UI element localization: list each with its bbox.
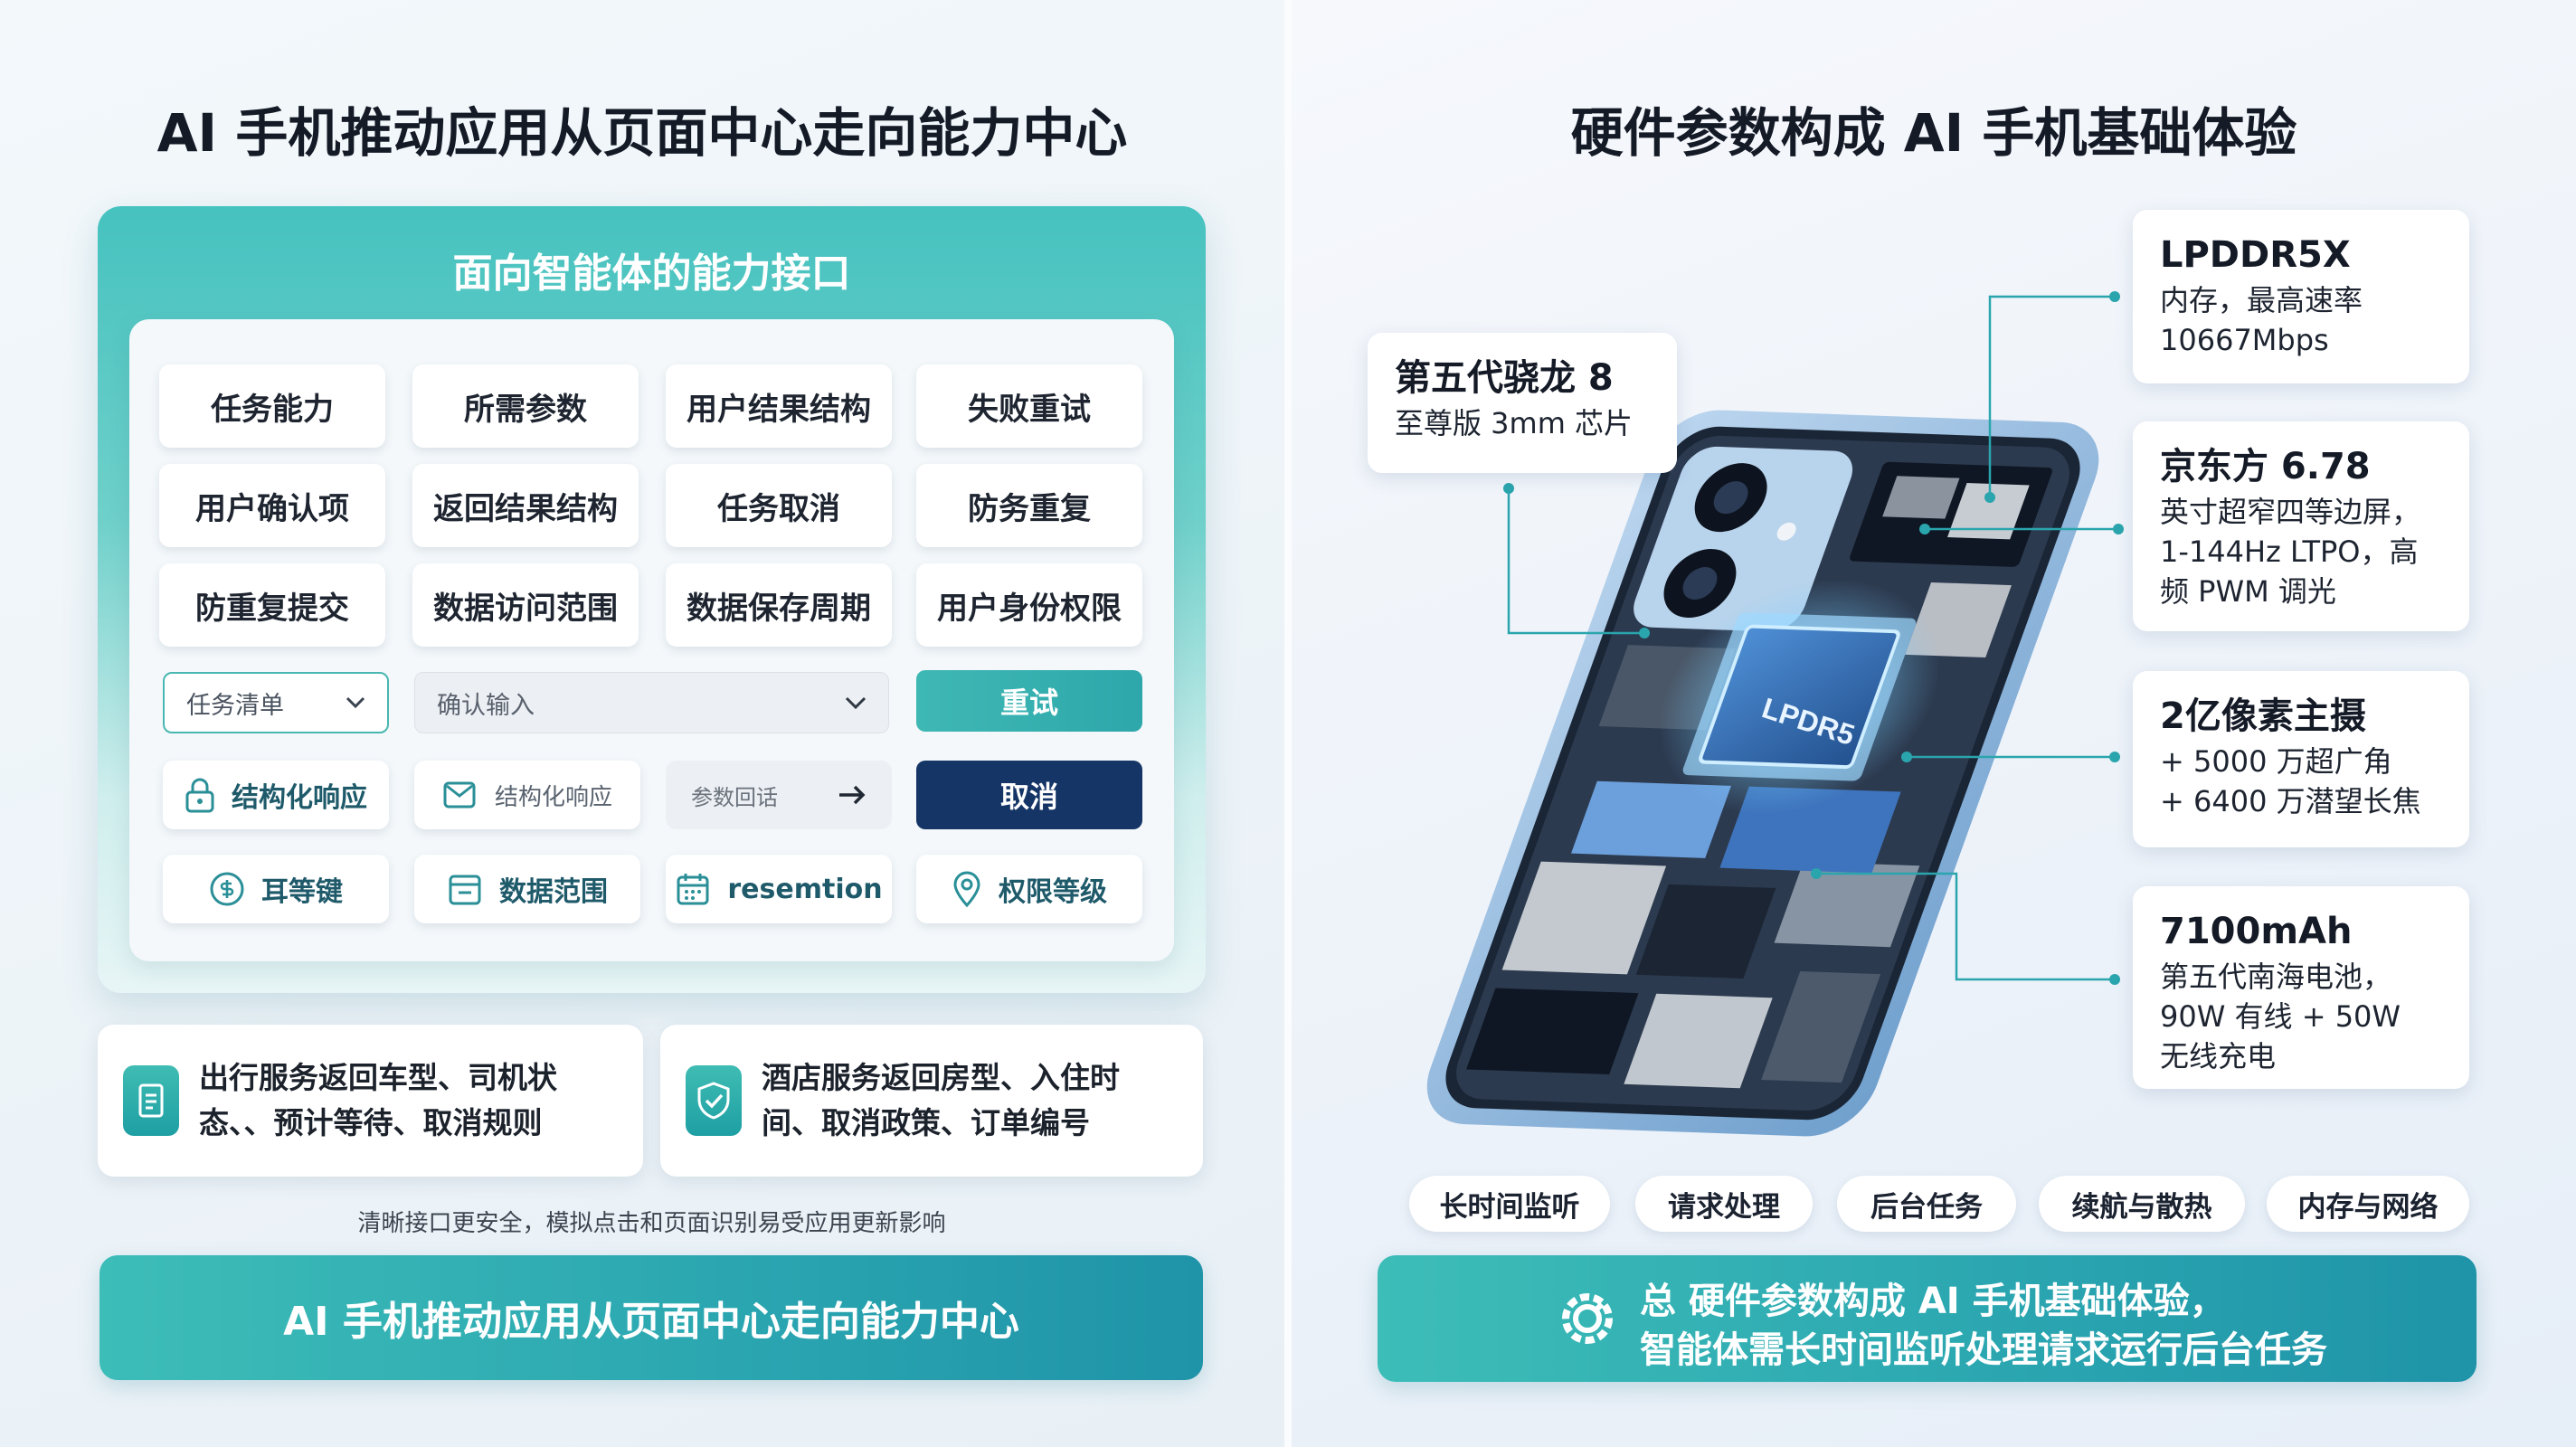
- dollar-circle-icon: [210, 872, 244, 906]
- right-title: 硬件参数构成 AI 手机基础体验: [1570, 102, 2297, 164]
- left-panel: AI 手机推动应用从页面中心走向能力中心 面向智能体的能力接口 任务能力 所需参…: [0, 0, 1284, 1447]
- camera-spec-card: 2亿像素主摄 + 5000 万超广角 + 6400 万潜望长焦: [2133, 671, 2469, 847]
- chevron-down-icon: [346, 696, 365, 709]
- display-spec-line: 频 PWM 调光: [2160, 574, 2336, 609]
- camera-spec-line: + 5000 万超广角: [2160, 744, 2392, 779]
- task-list-select[interactable]: 任务清单: [163, 672, 389, 733]
- tag-memory-network: 内存与网络: [2267, 1176, 2469, 1232]
- cancel-button[interactable]: 取消: [916, 761, 1142, 829]
- memory-spec-card: LPDDR5X 内存，最高速率 10667Mbps: [2133, 210, 2469, 383]
- permission-level-button[interactable]: 权限等级: [916, 855, 1142, 923]
- location-pin-icon: [953, 871, 980, 908]
- chip-prevent-duplicate[interactable]: 防务重复: [916, 464, 1142, 547]
- tag-battery-thermal: 续航与散热: [2039, 1176, 2245, 1232]
- mail-check-icon: [443, 781, 476, 809]
- capability-card: 面向智能体的能力接口 任务能力 所需参数 用户结果结构 失败重试 用户确认项 返…: [98, 206, 1206, 993]
- chip-failure-retry[interactable]: 失败重试: [916, 364, 1142, 448]
- right-banner-line-1: 总 硬件参数构成 AI 手机基础体验，: [1640, 1281, 2226, 1322]
- right-panel: 硬件参数构成 AI 手机基础体验: [1292, 0, 2576, 1447]
- chip-data-access-scope[interactable]: 数据访问范围: [412, 563, 639, 647]
- chip-user-permission[interactable]: 用户身份权限: [916, 563, 1142, 647]
- battery-spec-line: 第五代南海电池，: [2160, 960, 2392, 994]
- chip-user-confirm[interactable]: 用户确认项: [159, 464, 385, 547]
- chip-task-cancel[interactable]: 任务取消: [666, 464, 892, 547]
- memory-spec-title: LPDDR5X: [2160, 234, 2351, 276]
- confirm-input-placeholder: 确认输入: [437, 691, 535, 720]
- connector-lines: [1503, 291, 2124, 985]
- gear-badge-icon: [1562, 1293, 1613, 1344]
- calendar-icon: [449, 875, 481, 905]
- chevron-down-icon: [845, 696, 867, 709]
- left-summary-banner: AI 手机推动应用从页面中心走向能力中心: [99, 1255, 1203, 1380]
- hotel-service-card: 酒店服务返回房型、入住时间、取消政策、订单编号: [660, 1025, 1203, 1177]
- structured-response-label-2: 结构化响应: [494, 783, 612, 811]
- shield-check-icon: [686, 1065, 742, 1136]
- soc-card-body: 至尊版 3mm 芯片: [1395, 406, 1634, 440]
- data-range-button[interactable]: 数据范围: [414, 855, 640, 923]
- chip-user-result-structure[interactable]: 用户结果结构: [666, 364, 892, 448]
- chip-duplicate-submit[interactable]: 防重复提交: [159, 563, 385, 647]
- param-input[interactable]: 参数回话: [666, 761, 892, 829]
- display-spec-card: 京东方 6.78 英寸超窄四等边屏， 1-144Hz LTPO，高 频 PWM …: [2133, 421, 2469, 631]
- ride-service-card: 出行服务返回车型、司机状态、、预计等待、取消规则: [98, 1025, 643, 1177]
- battery-spec-line: 90W 有线 + 50W: [2160, 999, 2401, 1034]
- tag-long-listening: 长时间监听: [1409, 1176, 1610, 1232]
- structured-response-button[interactable]: 结构化响应: [163, 761, 389, 829]
- display-spec-title: 京东方 6.78: [2160, 446, 2371, 487]
- retry-button[interactable]: 重试: [916, 670, 1142, 732]
- hotkey-label: 耳等键: [261, 876, 343, 908]
- battery-spec-card: 7100mAh 第五代南海电池， 90W 有线 + 50W 无线充电: [2133, 886, 2469, 1089]
- permission-level-label: 权限等级: [999, 876, 1107, 908]
- arrow-right-icon: [839, 785, 866, 805]
- hotel-service-text: 酒店服务返回房型、入住时间、取消政策、订单编号: [762, 1060, 1120, 1140]
- capability-grid: 任务能力 所需参数 用户结果结构 失败重试 用户确认项 返回结果结构 任务取消 …: [129, 319, 1174, 961]
- document-icon: [123, 1065, 179, 1136]
- left-title: AI 手机推动应用从页面中心走向能力中心: [156, 102, 1128, 164]
- ride-service-text: 出行服务返回车型、司机状态、、预计等待、取消规则: [199, 1060, 557, 1140]
- memory-spec-line: 内存，最高速率: [2160, 283, 2363, 317]
- structured-response-label: 结构化响应: [232, 782, 367, 814]
- hotkey-button[interactable]: 耳等键: [163, 855, 389, 923]
- capability-card-title: 面向智能体的能力接口: [452, 251, 851, 297]
- memory-spec-line: 10667Mbps: [2160, 323, 2329, 357]
- data-range-label: 数据范围: [499, 876, 608, 908]
- calendar-grid-icon: [677, 874, 709, 905]
- structured-response-button-2[interactable]: 结构化响应: [414, 761, 640, 829]
- soc-card-title: 第五代骁龙 8: [1395, 357, 1614, 399]
- right-banner-line-2: 智能体需长时间监听处理请求运行后台任务: [1640, 1329, 2327, 1371]
- task-list-select-value: 任务清单: [186, 691, 284, 720]
- tag-background-tasks: 后台任务: [1837, 1176, 2016, 1232]
- display-spec-line: 1-144Hz LTPO，高: [2160, 534, 2419, 569]
- confirm-input[interactable]: 确认输入: [414, 672, 889, 733]
- chip-return-structure[interactable]: 返回结果结构: [412, 464, 639, 547]
- chip-required-params[interactable]: 所需参数: [412, 364, 639, 448]
- safety-note: 清晰接口更安全，模拟点击和页面识别易受应用更新影响: [357, 1210, 946, 1237]
- right-summary-banner: 总 硬件参数构成 AI 手机基础体验， 智能体需长时间监听处理请求运行后台任务: [1378, 1255, 2477, 1382]
- camera-spec-line: + 6400 万潜望长焦: [2160, 784, 2421, 818]
- chip-data-retention[interactable]: 数据保存周期: [666, 563, 892, 647]
- resemtion-button[interactable]: resemtion: [666, 855, 892, 923]
- battery-spec-title: 7100mAh: [2160, 911, 2353, 952]
- tag-request-processing: 请求处理: [1635, 1176, 1813, 1232]
- lock-icon: [185, 778, 214, 813]
- battery-spec-line: 无线充电: [2160, 1039, 2277, 1073]
- panel-divider: [1284, 0, 1292, 1447]
- soc-card: 第五代骁龙 8 至尊版 3mm 芯片: [1368, 333, 1677, 473]
- camera-spec-title: 2亿像素主摄: [2160, 695, 2366, 737]
- chip-task-capability[interactable]: 任务能力: [159, 364, 385, 448]
- resemtion-label: resemtion: [727, 873, 883, 905]
- phone-illustration: LPDR5: [1426, 410, 2099, 1137]
- display-spec-line: 英寸超窄四等边屏，: [2160, 495, 2421, 529]
- param-input-text: 参数回话: [691, 784, 778, 810]
